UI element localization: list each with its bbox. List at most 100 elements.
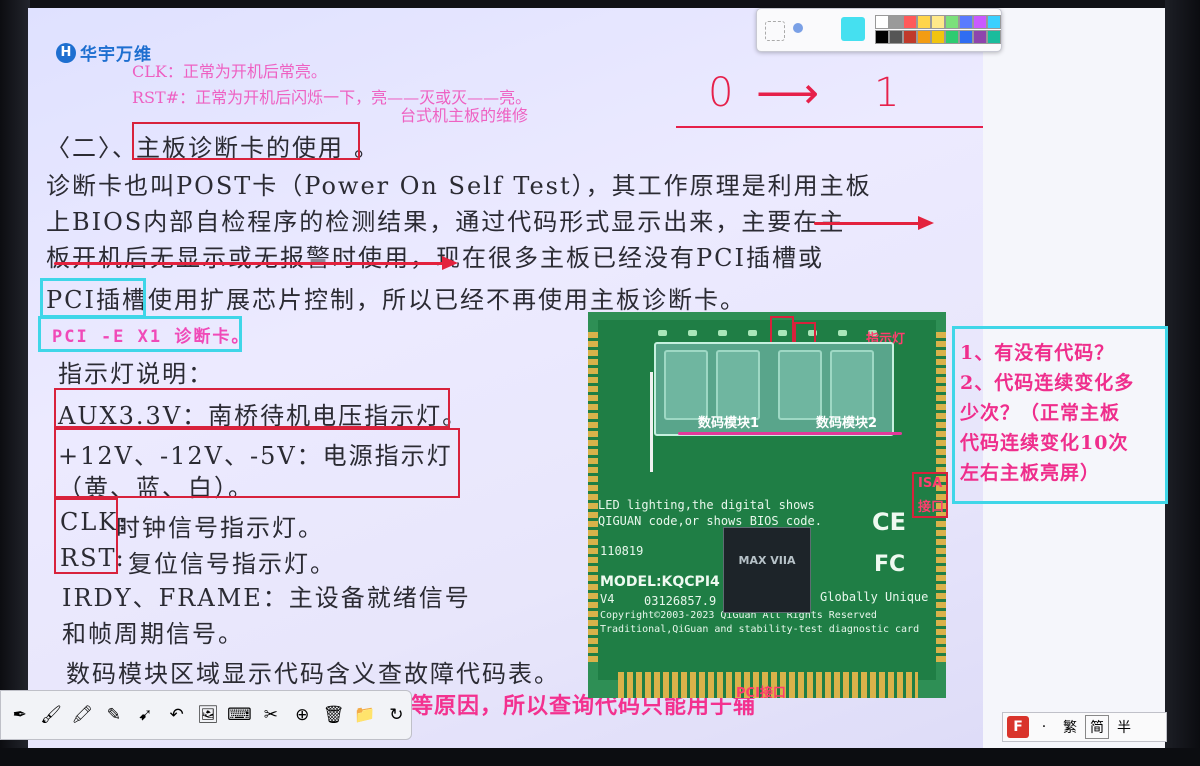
card-led xyxy=(808,330,817,336)
keyboard-icon[interactable]: ⌨ xyxy=(227,705,252,725)
monitor-bezel-top xyxy=(0,0,1200,8)
laser-icon[interactable]: ➹ xyxy=(138,705,153,725)
digit-module-1-label: 数码模块1 xyxy=(698,416,760,431)
isa-highlight xyxy=(912,472,948,518)
note-clk: CLK：正常为开机后常亮。 xyxy=(132,62,327,81)
indicator-codes: 数码模块区域显示代码含义查故障代码表。 xyxy=(66,660,560,688)
module-arrow-line xyxy=(650,372,653,472)
title-highlight-box xyxy=(132,122,360,160)
card-model: MODEL:KQCPI4 xyxy=(600,574,720,590)
pci-e-label-box xyxy=(38,316,242,352)
isa-label: ISA xyxy=(918,476,943,491)
fc-mark: FC xyxy=(874,552,906,577)
ime-simplified-button[interactable]: 简 xyxy=(1085,715,1109,739)
text-edit-icon[interactable]: ✎ xyxy=(106,705,121,725)
note-line-2: 2、代码连续变化多 xyxy=(960,372,1135,394)
handwriting-arrow: ⟶ xyxy=(756,68,820,119)
color-swatch[interactable] xyxy=(959,15,973,29)
card-led xyxy=(838,330,847,336)
color-swatch[interactable] xyxy=(917,15,931,29)
undo-icon[interactable]: ↶ xyxy=(169,705,184,725)
current-color-swatch[interactable] xyxy=(841,17,865,41)
color-swatch[interactable] xyxy=(987,30,1001,44)
underline-1-arrow xyxy=(918,216,934,230)
color-swatch[interactable] xyxy=(945,30,959,44)
digit-segment xyxy=(778,350,822,420)
monitor-bezel-bottom xyxy=(0,748,1200,766)
card-chip: MAX VIIA xyxy=(723,527,811,613)
digit-segment xyxy=(830,350,874,420)
pci-port-label: PCI接口 xyxy=(736,686,786,698)
color-swatch[interactable] xyxy=(903,15,917,29)
card-globally: Globally Unique xyxy=(820,590,929,604)
card-led xyxy=(688,330,697,336)
handwriting-one: 1 xyxy=(874,70,900,116)
digit-segment xyxy=(664,350,708,420)
pen-icon[interactable]: ✒ xyxy=(12,705,27,725)
side-panel xyxy=(983,8,1165,748)
color-swatch[interactable] xyxy=(903,30,917,44)
aux-box xyxy=(54,388,450,428)
brush-icon[interactable]: 🖌 xyxy=(40,705,62,725)
ime-halfwidth-button[interactable]: 半 xyxy=(1117,720,1131,736)
indicator-irdy-2: 和帧周期信号。 xyxy=(62,620,244,648)
card-led xyxy=(658,330,667,336)
color-swatch[interactable] xyxy=(875,15,889,29)
image-icon[interactable]: 🖼 xyxy=(197,705,219,725)
add-icon[interactable]: ⊕ xyxy=(295,705,310,725)
card-right-edge xyxy=(934,332,946,662)
indicator-clk-key: CLK: xyxy=(60,508,129,536)
color-swatch[interactable] xyxy=(889,15,903,29)
digit-segment xyxy=(716,350,760,420)
indicator-rst-desc: 复位信号指示灯。 xyxy=(128,550,336,578)
color-swatch[interactable] xyxy=(931,30,945,44)
color-swatch[interactable] xyxy=(973,30,987,44)
indicator-rst-key: RST: xyxy=(60,544,126,572)
section-title: 主板诊断卡的使用 xyxy=(136,134,344,162)
color-swatch[interactable] xyxy=(945,15,959,29)
card-led xyxy=(778,330,787,336)
tools-icon[interactable]: ✂ xyxy=(263,705,278,725)
indicator-clk-desc: 时钟信号指示灯。 xyxy=(116,514,324,542)
note-line-4: 代码连续变化10次 xyxy=(960,432,1129,454)
indicator-aux: AUX3.3V：南桥待机电压指示灯。 xyxy=(58,402,469,430)
pen-dot-small[interactable] xyxy=(765,21,785,41)
card-copyright: Copyright©2003-2023 QiGuan All Rights Re… xyxy=(600,610,877,621)
pci-gold-fingers xyxy=(618,672,918,698)
folder-icon[interactable]: 📁 xyxy=(354,705,376,725)
monitor-bezel-left xyxy=(0,0,30,766)
trash-icon[interactable]: 🗑 xyxy=(322,705,345,725)
color-swatch[interactable] xyxy=(875,30,889,44)
clk-rst-box xyxy=(54,498,118,574)
module-underline xyxy=(678,432,902,435)
pen-dot-medium[interactable] xyxy=(793,23,803,33)
color-swatch[interactable] xyxy=(987,15,1001,29)
highlighter-icon[interactable]: 🖍 xyxy=(71,705,94,725)
ime-toolbar: F · 繁 简 半 xyxy=(1002,712,1167,742)
refresh-icon[interactable]: ↻ xyxy=(389,705,404,725)
ime-logo-icon[interactable]: F xyxy=(1007,716,1029,738)
color-swatch[interactable] xyxy=(889,30,903,44)
annotation-toolbar: ✒ 🖌 🖍 ✎ ➹ ↶ 🖼 ⌨ ✂ ⊕ 🗑 📁 ↻ xyxy=(0,690,412,740)
ime-dot: · xyxy=(1041,719,1047,735)
color-palette[interactable] xyxy=(756,8,1002,52)
color-swatch[interactable] xyxy=(917,30,931,44)
digit-module-2-label: 数码模块2 xyxy=(816,416,878,431)
logo-icon: H xyxy=(56,42,76,63)
paragraph-line-2: 上BIOS内部自检程序的检测结果，通过代码形式显示出来，主要在主 xyxy=(46,208,846,236)
card-traditional: Traditional,QiGuan and stability-test di… xyxy=(600,624,920,635)
ce-mark: CE xyxy=(872,508,907,536)
paragraph-line-1: 诊断卡也叫POST卡（Power On Self Test），其工作原理是利用主… xyxy=(46,172,872,200)
slide-canvas: H 华宇万维 CLK：正常为开机后常亮。 RST#：正常为开机后闪烁一下，亮——… xyxy=(28,8,983,748)
ime-traditional-button[interactable]: 繁 xyxy=(1063,720,1077,736)
color-swatch[interactable] xyxy=(973,15,987,29)
monitor-bezel-right xyxy=(1165,0,1200,766)
underline-2 xyxy=(54,262,444,265)
indicator-power-1: +12V、-12V、-5V：电源指示灯 xyxy=(58,442,453,470)
card-led xyxy=(868,330,877,336)
color-swatch[interactable] xyxy=(959,30,973,44)
card-version: V4 xyxy=(600,592,615,606)
color-swatch[interactable] xyxy=(931,15,945,29)
note-line-5: 左右主板亮屏） xyxy=(960,462,1101,484)
underline-1 xyxy=(814,222,922,225)
